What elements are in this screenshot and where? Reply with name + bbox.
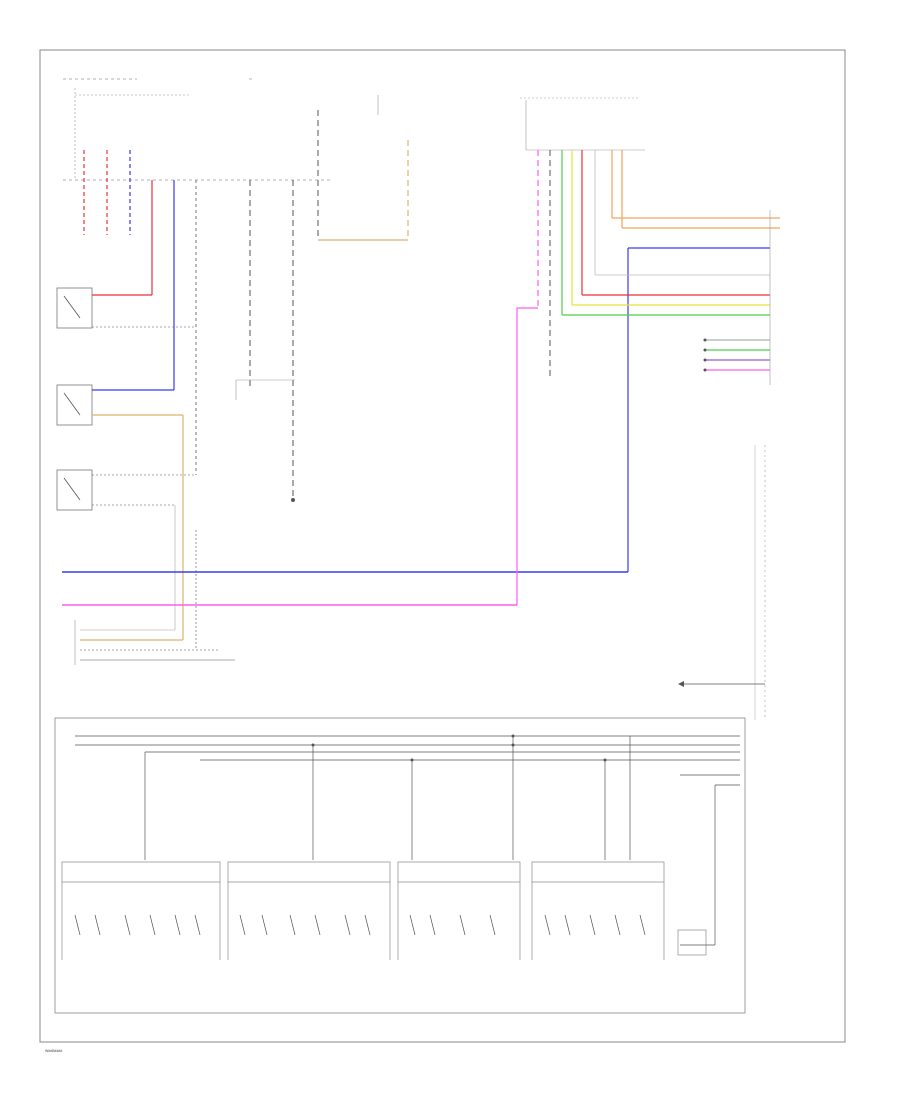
diagram-frame xyxy=(39,49,846,1043)
harness-block-3 xyxy=(397,861,521,960)
footer-code: W##B#### xyxy=(45,1049,62,1053)
right-harness-wires xyxy=(537,150,780,380)
bottom-left-connector xyxy=(74,530,235,665)
switch-contacts xyxy=(74,914,646,936)
bottom-module xyxy=(54,717,746,1014)
harness-block-4 xyxy=(531,861,665,960)
harness-block-2 xyxy=(227,861,391,960)
left-connector-group xyxy=(63,75,330,181)
top-left-wires xyxy=(83,110,409,500)
switch-right-rear xyxy=(56,287,196,329)
small-sensor xyxy=(677,929,707,956)
harness-block-1 xyxy=(61,861,221,960)
right-connector-column xyxy=(754,210,771,720)
center-nodes xyxy=(235,379,295,502)
switch-rear-center xyxy=(56,384,183,426)
switch-left-rear xyxy=(56,469,196,511)
right-connector-group xyxy=(520,97,645,151)
sensor-leads xyxy=(703,338,770,372)
